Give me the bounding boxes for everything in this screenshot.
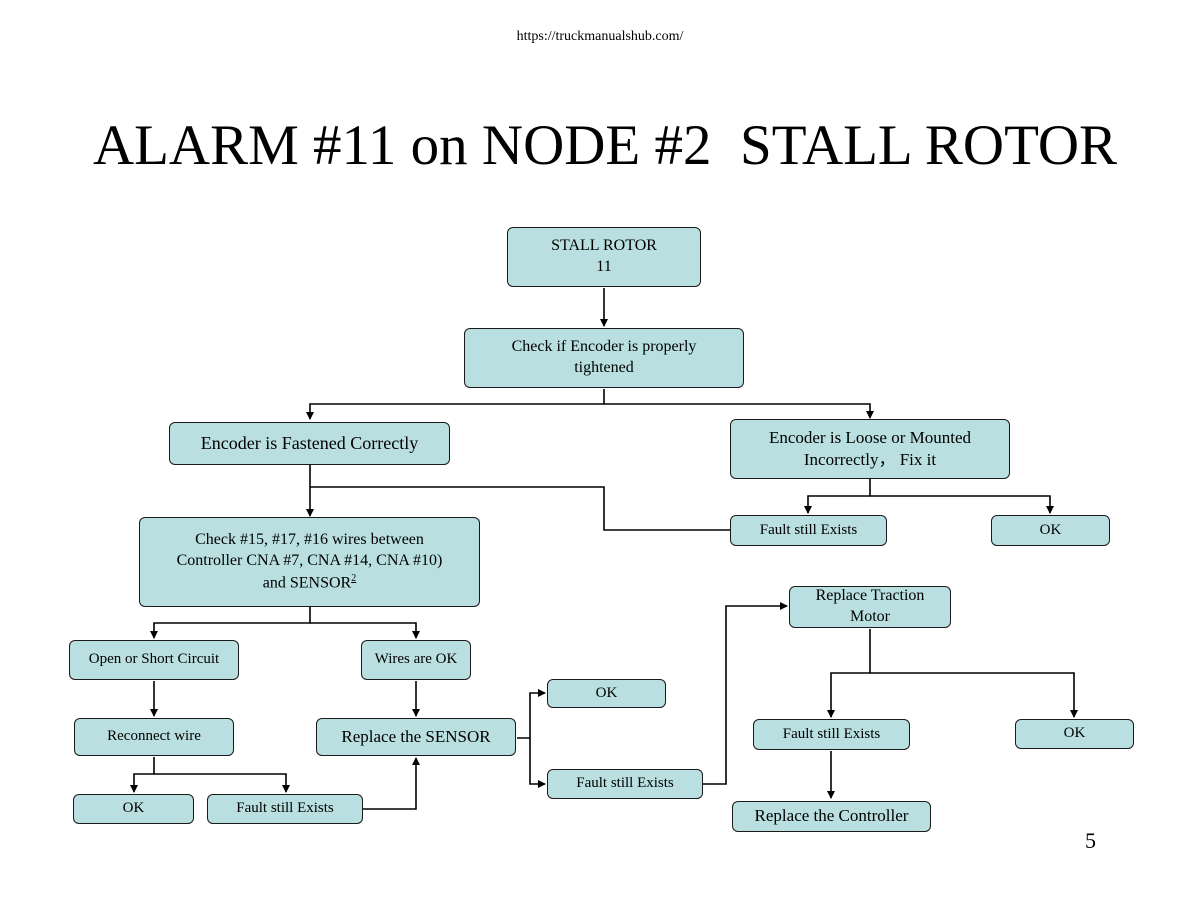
node-ok-after-motor: OK [1015,719,1134,749]
link-check-split [306,389,605,420]
node-fault-after-motor: Fault still Exists [753,719,910,750]
page-number: 5 [1085,828,1096,853]
link-sensor-split [517,689,546,739]
link-loose-split [804,479,871,514]
link-check-to-loose [604,403,874,419]
link-fault-to-sensor [363,757,420,810]
source-url: https://truckmanualshub.com/ [516,29,684,44]
node-ok-after-fix: OK [991,515,1110,546]
node-ok-after-reconnect: OK [73,794,194,824]
link-motor-to-ok [870,672,1078,718]
link-fault-to-motor [703,602,788,785]
node-fault-after-sensor: Fault still Exists [547,769,703,799]
footnote-marker: 2 [351,572,357,584]
link-wires-to-ok [310,622,420,639]
node-check-wires: Check #15, #17, #16 wires between Contro… [139,517,480,607]
node-reconnect-wire: Reconnect wire [74,718,234,756]
link-motor-split [827,629,871,718]
link-reconnect-split [130,757,155,793]
node-ok-after-sensor: OK [547,679,666,708]
link-fault-back-to-wires [310,486,730,531]
node-fault-after-fix: Fault still Exists [730,515,887,546]
node-encoder-fastened: Encoder is Fastened Correctly [169,422,450,465]
link-wires-split [150,607,311,639]
link-loose-to-ok [870,495,1054,514]
page-title: ALARM #11 on NODE #2 STALL ROTOR [92,114,1118,177]
link-sensor-to-fault [529,738,546,788]
node-replace-controller: Replace the Controller [732,801,931,832]
node-replace-sensor: Replace the SENSOR [316,718,516,756]
node-wires-ok: Wires are OK [361,640,471,680]
link-reconnect-to-fault [154,773,290,793]
node-open-short: Open or Short Circuit [69,640,239,680]
node-fault-after-reconnect: Fault still Exists [207,794,363,824]
